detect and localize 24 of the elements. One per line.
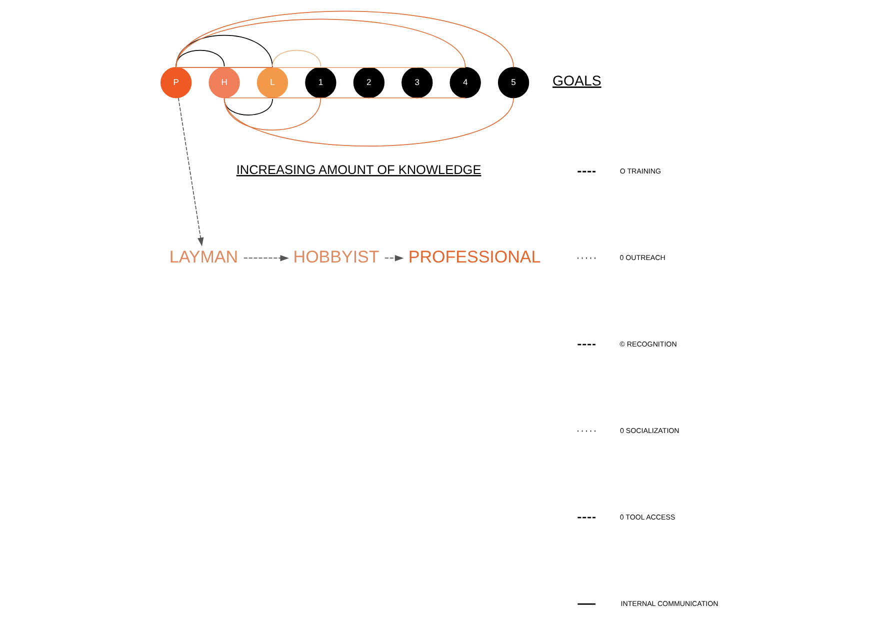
node-circle: 2 — [352, 67, 384, 98]
node-text: PROFESSIONAL — [408, 248, 540, 267]
node-text: HOBBYIST — [292, 248, 379, 267]
arrow — [177, 97, 204, 246]
connector — [223, 98, 272, 116]
label: GOALS — [552, 73, 601, 90]
node-circle: P — [160, 67, 192, 98]
arrow — [242, 255, 289, 262]
label: INCREASING AMOUNT OF KNOWLEDGE — [236, 162, 481, 178]
node-text: LAYMAN — [168, 248, 238, 267]
connector — [272, 50, 321, 67]
node-circle: L — [256, 67, 288, 98]
node-circle: 3 — [401, 67, 432, 98]
connector — [223, 97, 321, 130]
node-circle: H — [208, 67, 240, 98]
arrow — [384, 255, 404, 262]
connector — [175, 34, 272, 68]
node-circle: 5 — [497, 67, 529, 98]
connector — [175, 50, 224, 67]
node-circle: 4 — [449, 67, 480, 98]
node-circle: 1 — [304, 67, 336, 98]
connector — [223, 97, 514, 147]
connector — [223, 97, 466, 98]
connector — [272, 66, 466, 68]
